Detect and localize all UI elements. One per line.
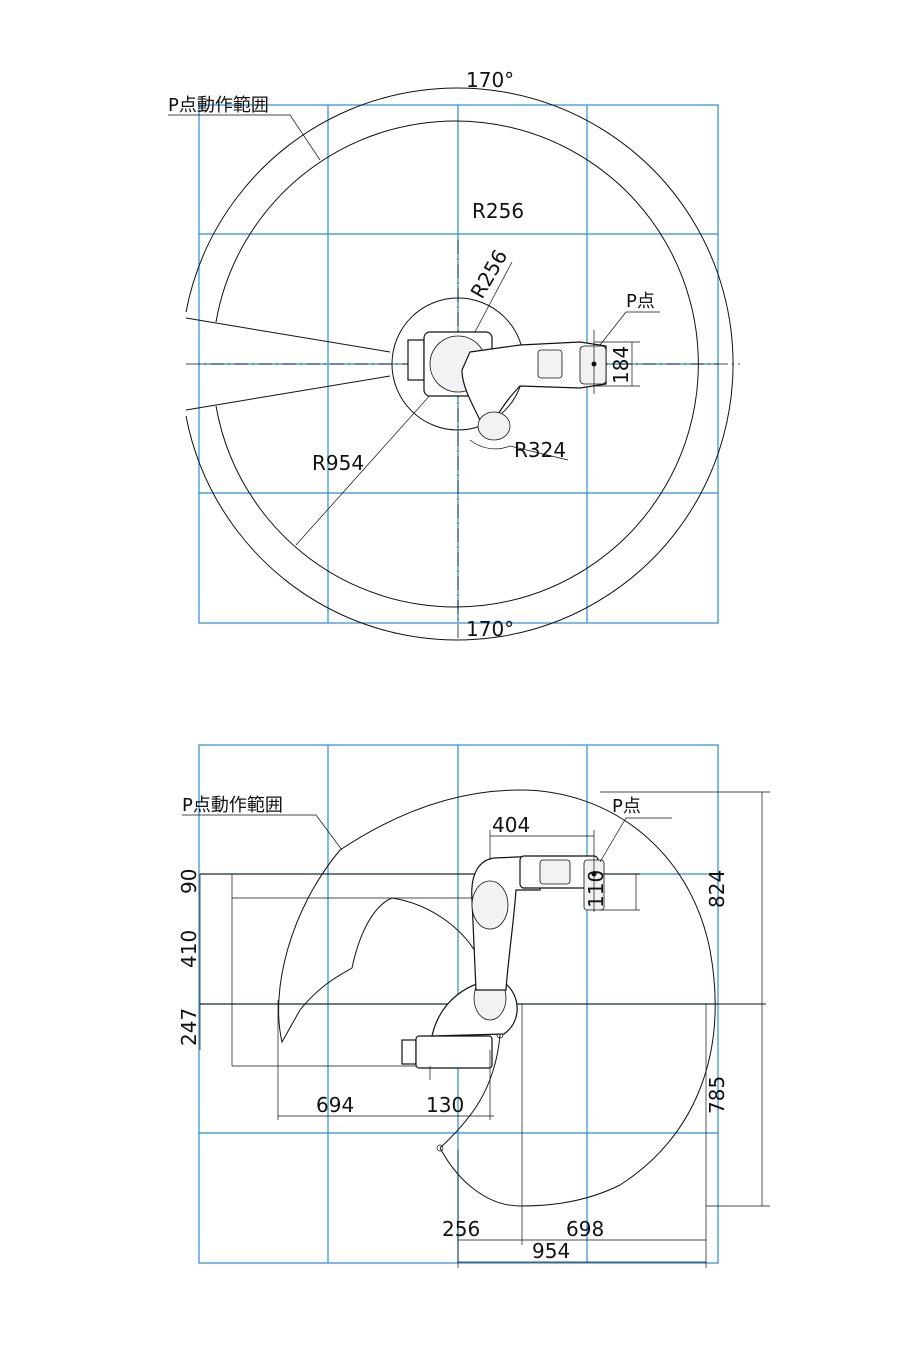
side-range-leader	[182, 814, 343, 851]
top-r324-leader	[469, 439, 569, 461]
side-dim-954-label: 954	[532, 1239, 570, 1263]
top-range-leader	[168, 114, 321, 161]
side-dim-410-label: 410	[177, 930, 201, 968]
top-range-label: P点動作範囲	[168, 95, 269, 116]
top-robot	[407, 331, 607, 441]
side-dim-785-label: 785	[705, 1076, 729, 1114]
side-robot	[401, 855, 605, 1069]
side-dim-698-label: 698	[566, 1217, 604, 1241]
side-robot-motor	[539, 859, 571, 885]
top-r256-label: R256	[472, 199, 524, 223]
side-envelope-point	[436, 1144, 444, 1152]
top-r954-label: R954	[312, 451, 364, 475]
side-view: P点動作範囲 P点 404 110 90 410 247 824 785 694…	[177, 744, 770, 1268]
top-robot-connector	[407, 339, 425, 381]
top-r324-label: R324	[514, 438, 566, 462]
top-view: P点動作範囲 170° 170° R256 R256 R954 R324 P点 …	[168, 68, 740, 641]
top-angle-label-top: 170°	[466, 68, 514, 92]
top-limit-line-upper	[185, 317, 391, 353]
side-robot-base	[415, 1035, 493, 1069]
side-dim-694-label: 694	[316, 1093, 354, 1117]
side-dim-247-label: 247	[177, 1008, 201, 1046]
top-p-leader	[599, 311, 660, 346]
top-limit-line-lower	[185, 375, 391, 411]
top-robot-motor	[537, 349, 563, 379]
side-dim-824-label: 824	[705, 870, 729, 908]
side-robot-connector	[401, 1039, 417, 1065]
side-dim-110-label: 110	[584, 870, 608, 908]
side-dim-90-label: 90	[177, 869, 201, 894]
top-dim-184-label: 184	[609, 346, 633, 384]
top-p-point-label: P点	[626, 291, 655, 312]
side-envelope-outer	[339, 789, 716, 1207]
side-p-point-label: P点	[612, 796, 641, 817]
top-robot-j4	[477, 411, 511, 441]
side-envelope-lower	[439, 1034, 501, 1149]
side-envelope-inner	[278, 849, 485, 1044]
side-dim-404-label: 404	[492, 813, 530, 837]
top-angle-label-bottom: 170°	[466, 617, 514, 641]
side-dim-256-label: 256	[442, 1217, 480, 1241]
side-robot-j3	[471, 880, 509, 930]
top-outer-arc	[185, 87, 734, 641]
side-range-label: P点動作範囲	[182, 795, 283, 816]
side-dim-130-label: 130	[426, 1093, 464, 1117]
side-p-leader	[599, 817, 672, 863]
top-inner-arc	[215, 120, 699, 608]
